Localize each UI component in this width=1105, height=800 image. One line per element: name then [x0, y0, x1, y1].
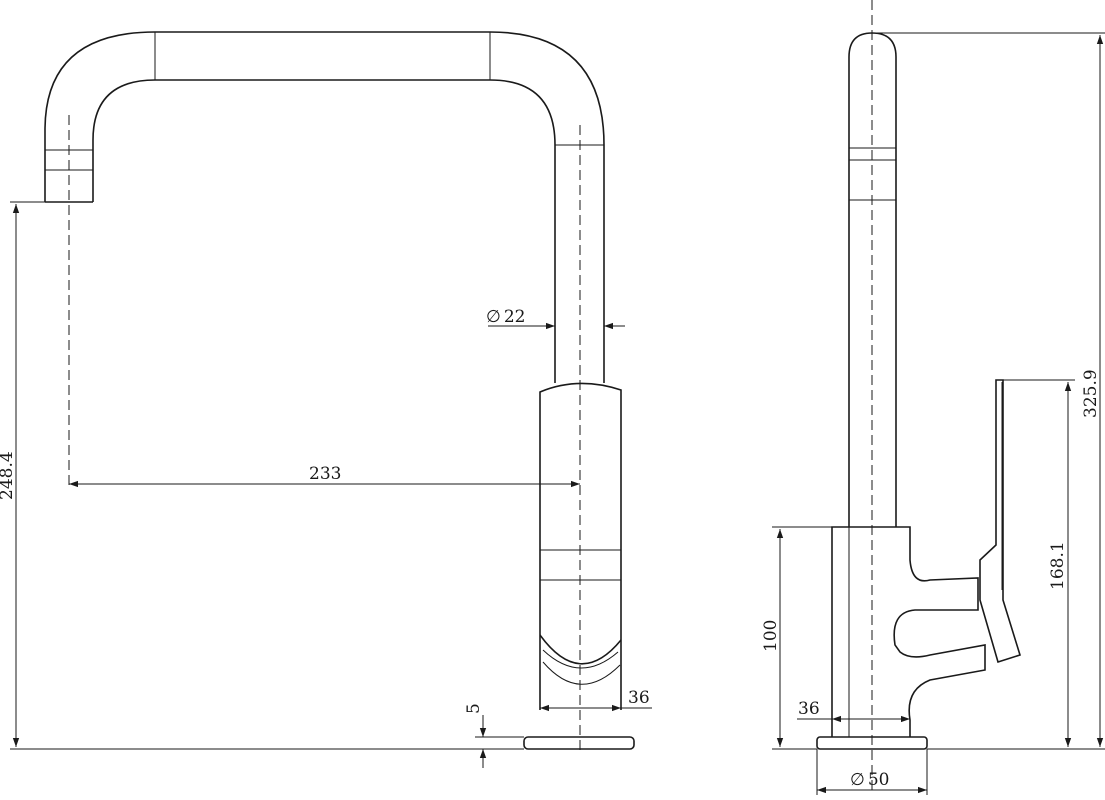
- body-handle-curve: [539, 634, 622, 665]
- faucet-body: [539, 382, 622, 710]
- side-view: 100 36 ∅50 168.1 325.9: [761, 0, 1105, 795]
- dim-body-width-front: 36: [628, 688, 650, 708]
- front-view: ∅22 233 248.4 5 36: [0, 31, 652, 768]
- spout-pipe-inner: [92, 79, 556, 383]
- dim-spout-reach: 233: [309, 464, 341, 484]
- dim-handle-height: 168.1: [1048, 541, 1068, 590]
- side-body: [831, 526, 986, 737]
- body-neck-curve: [542, 661, 621, 685]
- dim-body-height: 100: [761, 620, 781, 652]
- dim-base-diameter: ∅50: [850, 770, 889, 790]
- side-handle-lever: [979, 379, 1021, 664]
- base-plate: [523, 736, 635, 750]
- dim-base-thickness: 5: [464, 703, 484, 714]
- dim-total-height: 325.9: [1081, 369, 1101, 418]
- dim-spout-height: 248.4: [0, 451, 17, 500]
- dim-pipe-diameter: ∅22: [486, 307, 525, 327]
- dim-body-width-side: 36: [798, 699, 820, 719]
